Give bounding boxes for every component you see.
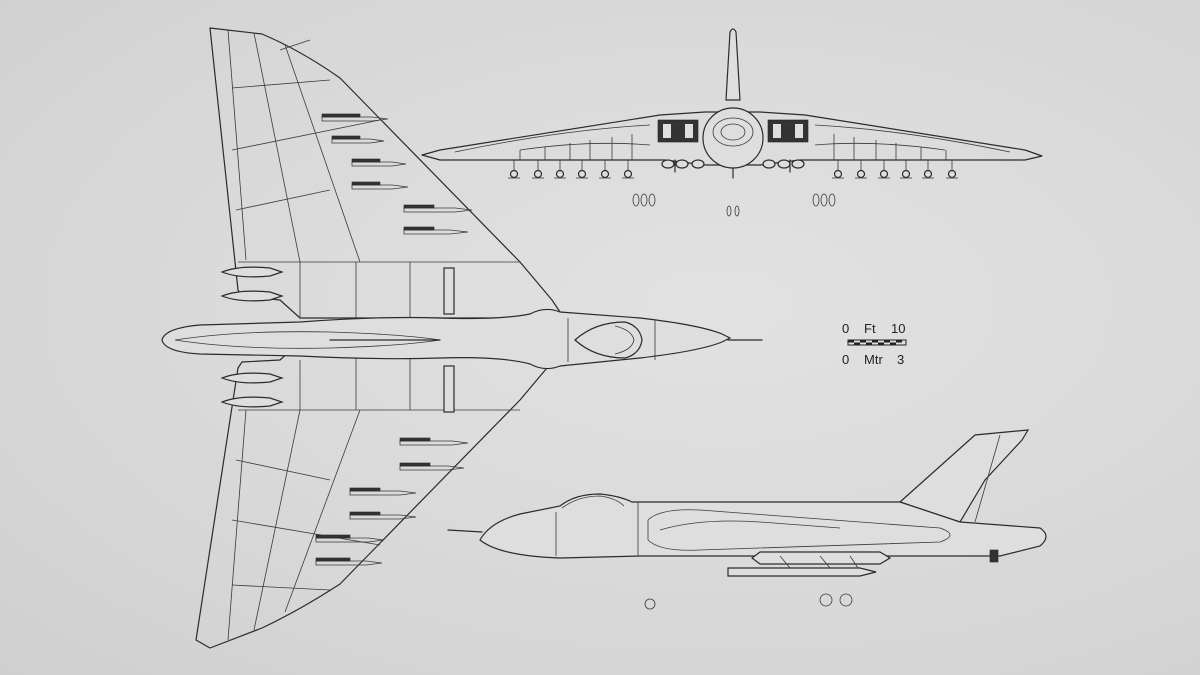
plan-fuselage [161,308,732,370]
scale-ft-unit: Ft [864,321,876,336]
plan-airbrake-upper [443,267,455,315]
front-view [421,28,1043,217]
front-wheels [661,159,805,169]
plan-missiles-upper [321,113,473,235]
plan-airbrake-lower [443,365,455,413]
plan-missiles-lower [315,437,469,566]
scale-ft-ten: 10 [891,321,905,336]
front-landing-gear [674,159,791,179]
plan-upper-wing [209,27,561,319]
side-stores [727,549,999,577]
front-stores-right [832,134,958,179]
side-view [447,429,1047,610]
front-stores-left [508,134,634,179]
side-refuel-probe [447,529,483,533]
scale-bar: 0 Ft 10 0 Mtr 3 [842,321,907,367]
side-fuselage [479,493,1047,559]
plan-lower-wing-panels [227,342,520,641]
scale-mtr-unit: Mtr [864,352,883,367]
scale-mtr-three: 3 [897,352,904,367]
scale-ft-zero: 0 [842,321,849,336]
front-fin [725,28,741,101]
side-wheel-symbols [644,593,853,610]
plan-jetpipes [220,266,284,408]
front-fuselage [702,107,764,169]
plan-upper-wing-panels [227,29,520,318]
plan-canopy [574,321,643,359]
scale-mtr-zero: 0 [842,352,849,367]
front-wheel-symbols [632,193,836,217]
plan-view [161,27,763,649]
